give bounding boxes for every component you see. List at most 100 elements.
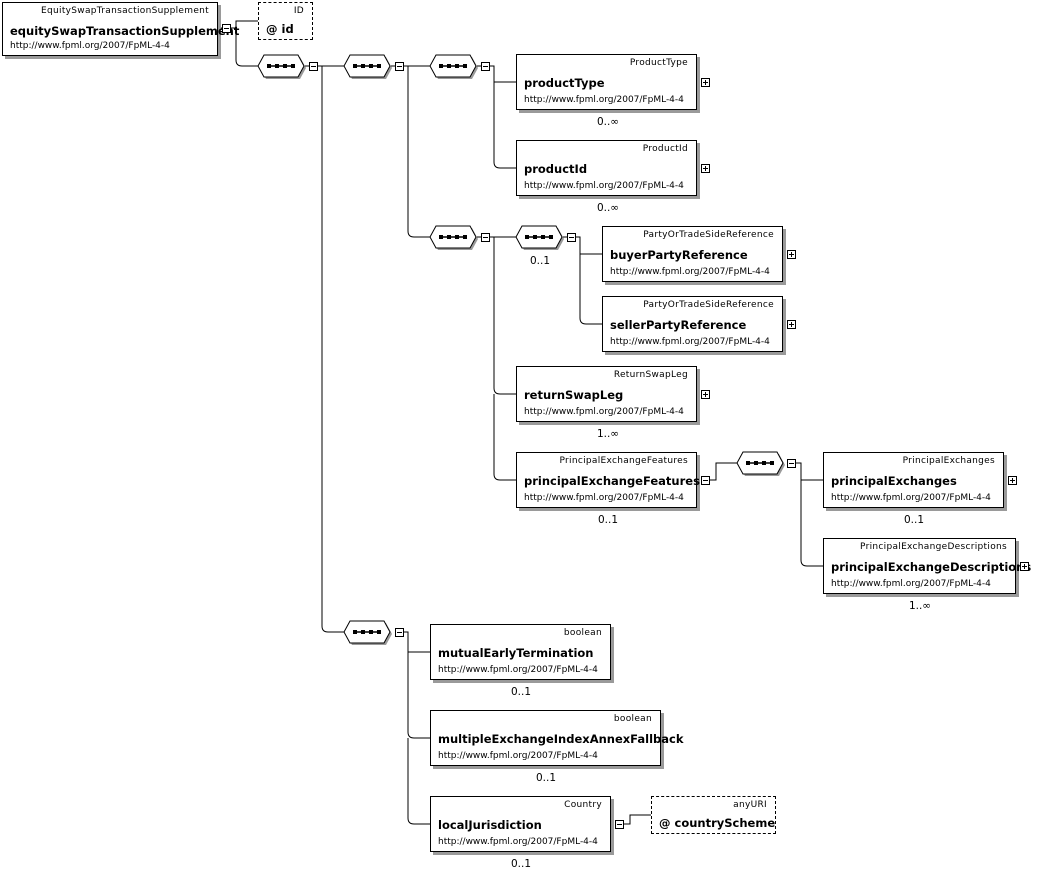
connector-line [403, 631, 430, 653]
plus-icon-stroke [705, 392, 706, 397]
element-name: buyerPartyReference [610, 248, 748, 262]
element-name: returnSwapLeg [524, 388, 624, 402]
plus-icon-stroke [705, 80, 706, 85]
sequence-compositor-optional-flags[interactable] [343, 620, 392, 645]
connector-line [407, 738, 430, 825]
connector-line [800, 480, 823, 567]
expand-return-swap-leg-toggle[interactable] [701, 390, 710, 399]
attribute-name: @ id [266, 22, 294, 36]
minus-icon [397, 66, 402, 67]
root-id-attribute[interactable]: ID @ id [258, 2, 313, 40]
element-seller-party-reference[interactable]: PartyOrTradeSideReference sellerPartyRef… [602, 296, 783, 352]
collapse-sequence-toggle[interactable] [395, 628, 404, 637]
connector-line [407, 652, 430, 739]
minus-icon [617, 824, 622, 825]
attribute-name: @ countryScheme [659, 816, 776, 830]
element-name: localJurisdiction [438, 818, 542, 832]
expand-seller-party-reference-toggle[interactable] [787, 320, 796, 329]
element-type: PrincipalExchangeFeatures [559, 456, 688, 466]
plus-icon-stroke [791, 322, 792, 327]
element-name: principalExchanges [831, 474, 957, 488]
cardinality-mutual-early-termination: 0..1 [510, 686, 532, 698]
collapse-root-toggle[interactable] [222, 24, 231, 33]
element-name: productType [524, 76, 605, 90]
collapse-sequence-toggle[interactable] [481, 233, 490, 242]
root-element[interactable]: EquitySwapTransactionSupplement equitySw… [2, 2, 239, 56]
cardinality-buyer-seller-sequence: 0..1 [529, 255, 551, 267]
element-principal-exchange-features[interactable]: PrincipalExchangeFeatures principalExcha… [516, 452, 700, 508]
element-type: Country [564, 800, 602, 810]
sequence-compositor-main[interactable] [343, 54, 392, 79]
attribute-country-scheme[interactable]: anyURI @ countryScheme [651, 796, 776, 834]
element-local-jurisdiction[interactable]: Country localJurisdiction http://www.fpm… [430, 796, 611, 852]
sequence-compositor-principal-exchange[interactable] [736, 451, 785, 476]
element-name: equitySwapTransactionSupplement [10, 24, 240, 38]
collapse-sequence-toggle[interactable] [395, 62, 404, 71]
element-type: ProductType [629, 58, 688, 68]
element-namespace: http://www.fpml.org/2007/FpML-4-4 [524, 407, 684, 417]
element-buyer-party-reference[interactable]: PartyOrTradeSideReference buyerPartyRefe… [602, 226, 783, 282]
sequence-compositor-root[interactable] [257, 54, 306, 79]
expand-principal-exchange-descriptions-toggle[interactable] [1020, 562, 1029, 571]
element-type: boolean [563, 628, 602, 638]
minus-icon [224, 28, 229, 29]
element-type: PrincipalExchangeDescriptions [860, 542, 1007, 552]
collapse-element-toggle[interactable] [701, 476, 710, 485]
cardinality-local-jurisdiction: 0..1 [510, 858, 532, 870]
element-namespace: http://www.fpml.org/2007/FpML-4-4 [831, 493, 991, 503]
collapse-sequence-toggle[interactable] [309, 62, 318, 71]
plus-icon-stroke [791, 252, 792, 257]
minus-icon [483, 237, 488, 238]
collapse-sequence-toggle[interactable] [481, 62, 490, 71]
minus-icon [569, 237, 574, 238]
expand-product-type-toggle[interactable] [701, 78, 710, 87]
cardinality-multiple-exchange-index-annex-fallback: 0..1 [535, 772, 557, 784]
cardinality-principal-exchanges: 0..1 [903, 514, 925, 526]
element-type: ReturnSwapLeg [613, 370, 688, 380]
collapse-element-toggle[interactable] [615, 820, 624, 829]
sequence-compositor-trade[interactable] [429, 225, 478, 250]
attribute-type: anyURI [733, 800, 767, 810]
minus-icon [703, 480, 708, 481]
collapse-sequence-toggle[interactable] [787, 459, 796, 468]
element-type: ProductId [642, 144, 688, 154]
element-type: PartyOrTradeSideReference [643, 300, 774, 310]
element-principal-exchanges[interactable]: PrincipalExchanges principalExchanges ht… [823, 452, 1004, 508]
plus-icon-stroke [705, 166, 706, 171]
element-namespace: http://www.fpml.org/2007/FpML-4-4 [610, 267, 770, 277]
minus-icon [483, 66, 488, 67]
sequence-compositor-buyer-seller[interactable] [515, 225, 564, 250]
element-product-id[interactable]: ProductId productId http://www.fpml.org/… [516, 140, 697, 196]
element-namespace: http://www.fpml.org/2007/FpML-4-4 [438, 665, 598, 675]
expand-product-id-toggle[interactable] [701, 164, 710, 173]
element-return-swap-leg[interactable]: ReturnSwapLeg returnSwapLeg http://www.f… [516, 366, 697, 422]
connector-line [235, 28, 258, 67]
expand-principal-exchanges-toggle[interactable] [1008, 476, 1017, 485]
cardinality-return-swap-leg: 1..∞ [596, 428, 620, 440]
element-namespace: http://www.fpml.org/2007/FpML-4-4 [524, 95, 684, 105]
element-type: boolean [613, 714, 652, 724]
minus-icon [311, 66, 316, 67]
element-multiple-exchange-index-annex-fallback[interactable]: boolean multipleExchangeIndexAnnexFallba… [430, 710, 683, 766]
connector-line [493, 82, 516, 169]
connector-line [407, 66, 430, 238]
element-type: PartyOrTradeSideReference [643, 230, 774, 240]
element-product-type[interactable]: ProductType productType http://www.fpml.… [516, 54, 697, 110]
element-principal-exchange-descriptions[interactable]: PrincipalExchangeDescriptions principalE… [823, 538, 1031, 594]
element-name: productId [524, 162, 588, 176]
connector-line [710, 462, 737, 481]
sequence-compositor-product[interactable] [429, 54, 478, 79]
connector-line [624, 814, 651, 825]
collapse-sequence-toggle[interactable] [567, 233, 576, 242]
connector-line [493, 394, 516, 481]
minus-icon [789, 463, 794, 464]
element-name: mutualEarlyTermination [438, 646, 594, 660]
element-mutual-early-termination[interactable]: boolean mutualEarlyTermination http://ww… [430, 624, 611, 680]
plus-icon-stroke [1012, 478, 1013, 483]
element-namespace: http://www.fpml.org/2007/FpML-4-4 [610, 337, 770, 347]
connector-line [321, 66, 345, 633]
expand-buyer-party-reference-toggle[interactable] [787, 250, 796, 259]
element-type: PrincipalExchanges [902, 456, 995, 466]
attribute-type: ID [293, 6, 304, 16]
